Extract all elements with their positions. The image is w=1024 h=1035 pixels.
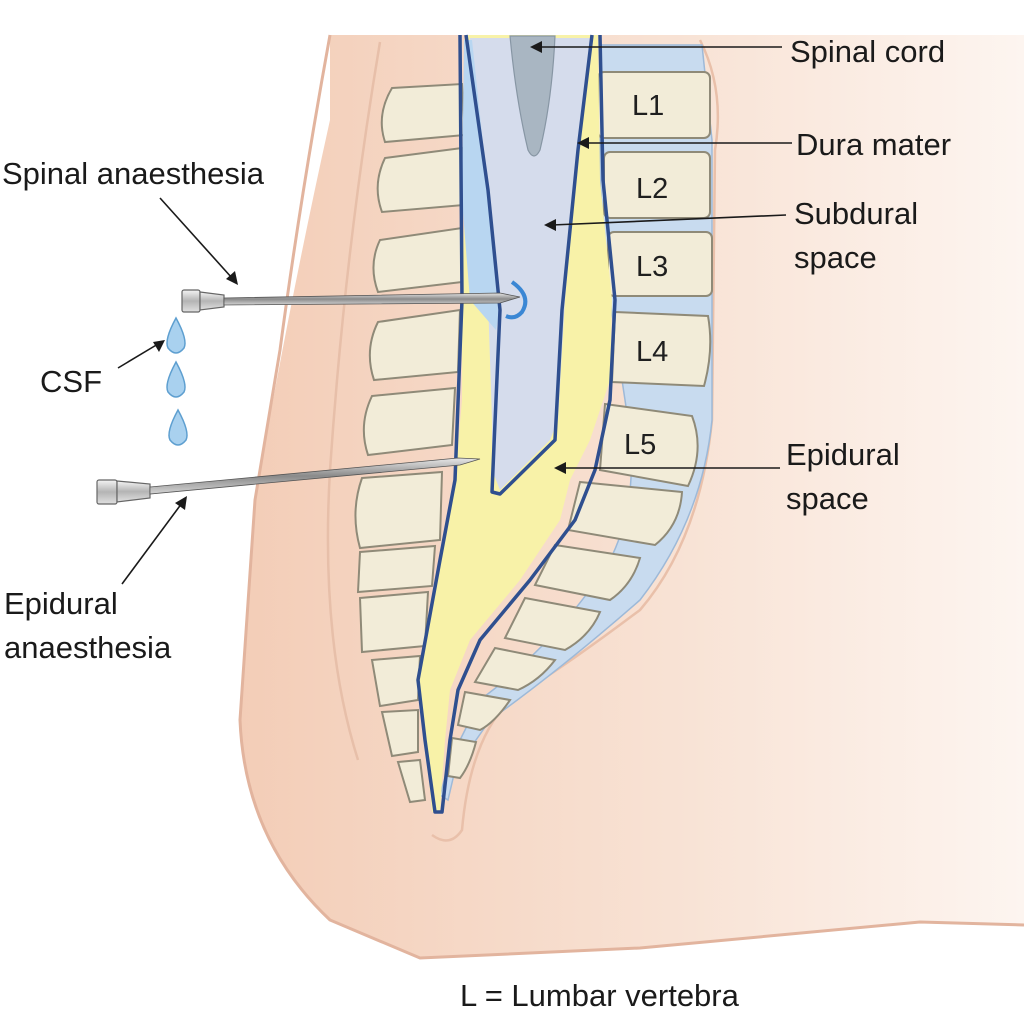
vertebral-bodies bbox=[446, 71, 713, 780]
posterior-tissue-line bbox=[326, 41, 382, 761]
coccyx-1 bbox=[456, 690, 512, 732]
vertebra-l4 bbox=[610, 310, 712, 388]
spinal-needle bbox=[181, 289, 521, 313]
spinous-processes bbox=[354, 82, 467, 804]
csf-flow-mark bbox=[505, 280, 528, 320]
label-epidural-space-line2: space bbox=[786, 481, 869, 516]
vertebra-label-l5: L5 bbox=[624, 429, 656, 461]
sacral-segment-3 bbox=[503, 596, 602, 652]
label-dura-mater: Dura mater bbox=[796, 127, 951, 162]
csf-drop-3 bbox=[168, 408, 188, 446]
leader-lines bbox=[117, 41, 792, 585]
label-epidural-anaesthesia-line2: anaesthesia bbox=[4, 630, 172, 665]
label-epidural-space-line1: Epidural bbox=[786, 437, 900, 472]
label-csf: CSF bbox=[40, 364, 102, 399]
vertebra-l5 bbox=[598, 402, 699, 488]
dura-mater-lines bbox=[416, 34, 617, 814]
epidural-needle bbox=[96, 457, 481, 505]
sacral-segment-2 bbox=[533, 543, 642, 602]
skin-outline bbox=[238, 34, 1024, 960]
label-spinal-cord: Spinal cord bbox=[790, 34, 945, 69]
vertebra-label-l4: L4 bbox=[636, 336, 668, 368]
vertebra-labels: L1 L2 L3 L4 L5 bbox=[624, 90, 668, 461]
soft-tissue-edge bbox=[431, 39, 720, 842]
label-subdural-line1: Subdural bbox=[794, 196, 918, 231]
coccyx-2 bbox=[446, 736, 478, 780]
sacral-segment-1 bbox=[566, 480, 684, 547]
csf-drop-2 bbox=[166, 360, 186, 398]
vertebra-label-l1: L1 bbox=[632, 90, 664, 122]
legend-lumbar-vertebra: L = Lumbar vertebra bbox=[460, 978, 740, 1013]
label-subdural-line2: space bbox=[794, 240, 877, 275]
csf-drops bbox=[166, 316, 188, 446]
label-epidural-anaesthesia-line1: Epidural bbox=[4, 586, 118, 621]
spinal-cord-shape bbox=[509, 35, 556, 157]
vertebra-label-l3: L3 bbox=[636, 251, 668, 283]
vertebra-label-l2: L2 bbox=[636, 173, 668, 205]
sacral-segment-4 bbox=[473, 646, 557, 692]
label-spinal-anaesthesia: Spinal anaesthesia bbox=[2, 156, 265, 191]
csf-tint bbox=[462, 40, 500, 330]
csf-drop-1 bbox=[166, 316, 186, 354]
